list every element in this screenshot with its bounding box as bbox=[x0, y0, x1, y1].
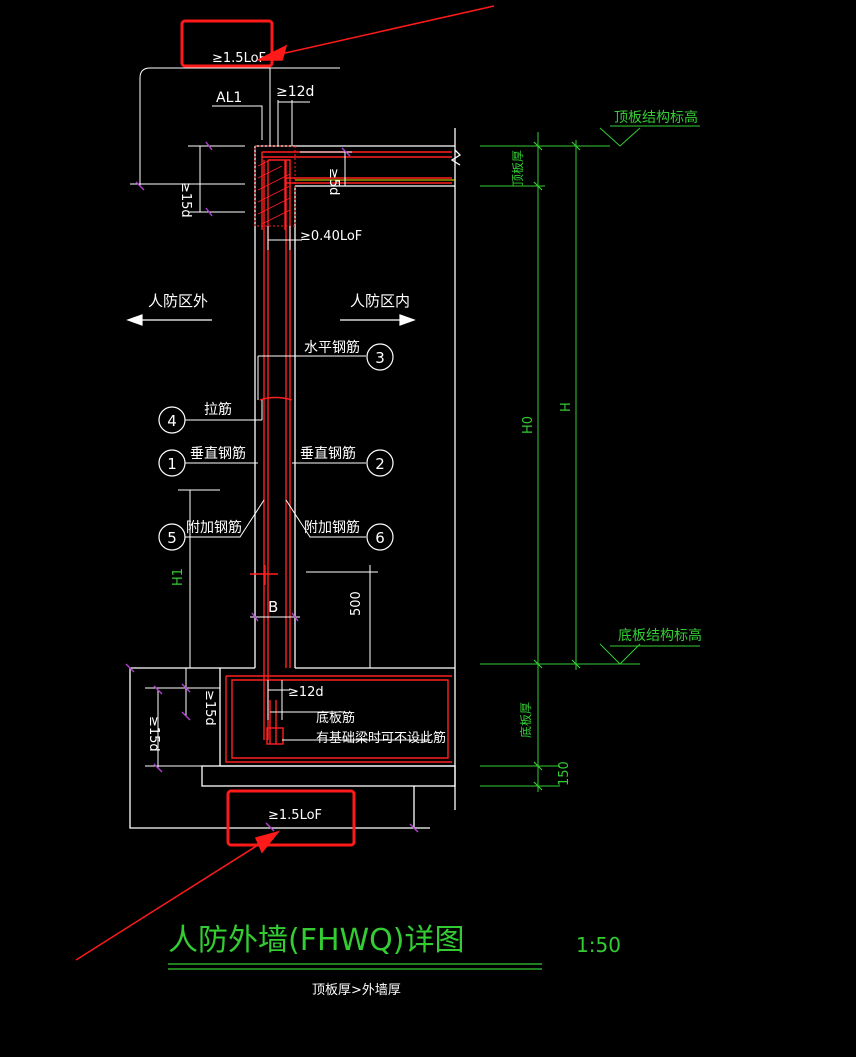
right-5d-top-label: ≥5d bbox=[326, 168, 341, 195]
h-label: H bbox=[559, 402, 574, 412]
vertical-rebar-left-label: 垂直钢筋 bbox=[190, 445, 246, 462]
drawing-title: 人防外墙(FHWQ)详图 bbox=[168, 923, 465, 958]
marker-6-circle bbox=[366, 523, 394, 551]
additional-rebar-left-label: 附加钢筋 bbox=[186, 519, 242, 536]
rebar-group bbox=[225, 151, 452, 763]
bottom-12d-label: ≥12d bbox=[288, 685, 324, 700]
top-highlight-box bbox=[180, 19, 274, 68]
dimension-lines bbox=[130, 67, 430, 768]
marker-2: 2 bbox=[375, 455, 385, 473]
concrete-outline bbox=[129, 128, 462, 829]
bottom-slab-elev-label: 底板结构标高 bbox=[618, 627, 702, 644]
marker-1-circle bbox=[158, 449, 186, 477]
top-slab-thk-label: 顶板厚 bbox=[511, 150, 525, 186]
tie-rebar-label: 拉筋 bbox=[204, 401, 232, 418]
h0-label: H0 bbox=[521, 416, 536, 434]
circle-markers bbox=[158, 343, 394, 551]
drawing-scale: 1:50 bbox=[576, 933, 621, 957]
marker-6: 6 bbox=[375, 529, 385, 547]
bottom-anchor-label: ≥1.5LoF bbox=[268, 808, 322, 823]
horizontal-rebar-label: 水平钢筋 bbox=[304, 339, 360, 356]
bottom-15d-1-label: ≥15d bbox=[202, 690, 217, 726]
marker-5-circle bbox=[158, 523, 186, 551]
bottom-slab-rebar-label: 底板筋 bbox=[316, 710, 355, 726]
corner-hatch bbox=[257, 159, 291, 225]
annotation-arrows bbox=[75, 5, 495, 961]
foundation-note-label: 有基础梁时可不设此筋 bbox=[316, 730, 446, 746]
marker-1: 1 bbox=[167, 455, 177, 473]
inside-label: 人防区内 bbox=[350, 292, 410, 310]
lof-040-label: ≥0.40LoF bbox=[300, 229, 362, 244]
marker-4-circle bbox=[158, 406, 186, 434]
bottom-highlight-box bbox=[226, 789, 356, 847]
h1-label: H1 bbox=[171, 568, 186, 586]
green-ticks bbox=[533, 141, 581, 791]
direction-arrows bbox=[126, 314, 416, 326]
top-12d-label: ≥12d bbox=[276, 84, 314, 100]
dim-500-label: 500 bbox=[349, 591, 364, 616]
green-dimensions bbox=[480, 125, 700, 792]
bottom-15d-2-label: ≥15d bbox=[146, 716, 161, 752]
annotation-overlay bbox=[180, 19, 356, 847]
b-label: B bbox=[268, 598, 278, 616]
marker-4: 4 bbox=[167, 412, 177, 430]
marker-3-circle bbox=[366, 343, 394, 371]
bottom-slab-thk-label: 底板厚 bbox=[518, 702, 533, 738]
marker-2-circle bbox=[366, 449, 394, 477]
top-anchor-label: ≥1.5LoF bbox=[212, 51, 266, 66]
marker-5: 5 bbox=[167, 529, 177, 547]
corner-zone bbox=[254, 145, 296, 227]
top-slab-elev-label: 顶板结构标高 bbox=[614, 109, 698, 126]
vertical-rebar-right-label: 垂直钢筋 bbox=[300, 445, 356, 462]
dim-150-label: 150 bbox=[557, 761, 572, 786]
purple-ticks bbox=[125, 141, 419, 833]
additional-rebar-right-label: 附加钢筋 bbox=[304, 519, 360, 536]
title-underline bbox=[168, 963, 542, 970]
subtitle: 顶板厚>外墙厚 bbox=[312, 983, 401, 998]
left-15d-top-label: ≥15d bbox=[178, 182, 193, 218]
marker-3: 3 bbox=[375, 349, 385, 367]
al1-label: AL1 bbox=[216, 90, 242, 106]
outside-label: 人防区外 bbox=[148, 292, 208, 310]
